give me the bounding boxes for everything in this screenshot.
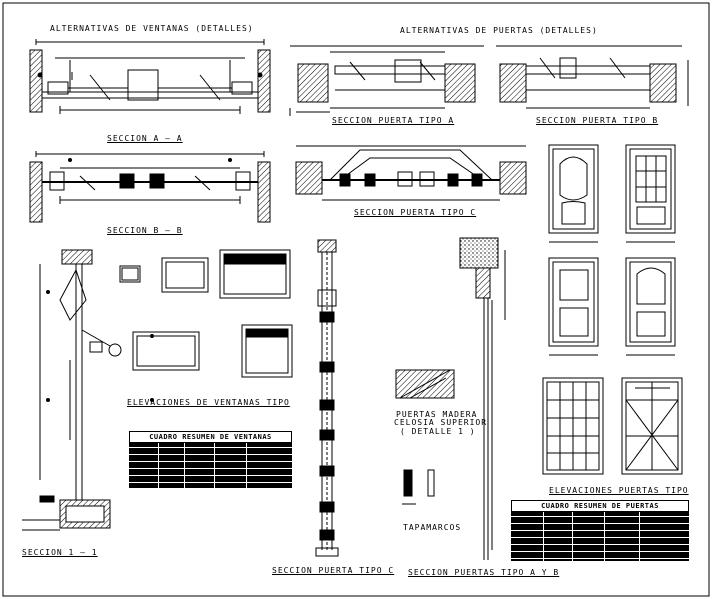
detalle-1-line3: ( DETALLE 1 )	[400, 427, 476, 436]
door-elevation-4	[625, 257, 676, 356]
door-section-a	[289, 45, 484, 116]
door-section-ab-vertical	[459, 237, 506, 560]
puerta-tipo-c-top-label: SECCION PUERTA TIPO C	[354, 208, 477, 217]
door-section-c-vertical	[315, 239, 339, 557]
table-column-rule	[604, 512, 605, 561]
table-row-rule	[129, 468, 292, 469]
seccion-b-label: SECCION B — B	[107, 226, 183, 235]
puerta-tipo-a-label: SECCION PUERTA TIPO A	[332, 116, 455, 125]
window-elevations	[119, 249, 293, 378]
table-column-rule	[184, 443, 185, 488]
table-column-rule	[639, 512, 640, 561]
door-elevation-6	[621, 377, 683, 475]
detail-1-louver	[395, 369, 455, 399]
window-section-1	[22, 249, 154, 531]
puerta-tipo-c-bottom-label: SECCION PUERTA TIPO C	[272, 566, 395, 575]
table-row-rule	[511, 537, 689, 538]
windows-summary-title: CUADRO RESUMEN DE VENTANAS	[129, 431, 292, 443]
doors-details-title: ALTERNATIVAS DE PUERTAS (DETALLES)	[400, 26, 598, 35]
door-section-c-top	[295, 145, 527, 201]
window-section-a	[29, 39, 271, 114]
table-column-rule	[246, 443, 247, 488]
detalle-1-line2: CELOSIA SUPERIOR	[394, 418, 488, 427]
doors-summary-table: CUADRO RESUMEN DE PUERTAS	[511, 500, 689, 561]
table-row-rule	[129, 475, 292, 476]
table-row-rule	[511, 558, 689, 559]
door-elevation-1	[548, 144, 599, 243]
detalle-1-line1: PUERTAS MADERA	[396, 410, 478, 419]
window-section-b	[29, 151, 271, 223]
table-column-rule	[214, 443, 215, 488]
table-row-rule	[511, 516, 689, 517]
door-elevation-3	[548, 257, 599, 356]
table-row-rule	[129, 461, 292, 462]
door-elevation-2	[625, 144, 676, 243]
seccion-a-label: SECCION A — A	[107, 134, 183, 143]
doors-summary-title: CUADRO RESUMEN DE PUERTAS	[511, 500, 689, 512]
puerta-tipo-b-label: SECCION PUERTA TIPO B	[536, 116, 659, 125]
door-section-b	[496, 45, 689, 109]
table-column-rule	[158, 443, 159, 488]
windows-summary-table: CUADRO RESUMEN DE VENTANAS	[129, 431, 292, 488]
table-row-rule	[511, 544, 689, 545]
seccion-1-label: SECCION 1 — 1	[22, 548, 98, 557]
tapamarcos	[402, 469, 435, 505]
table-row-rule	[511, 523, 689, 524]
windows-details-title: ALTERNATIVAS DE VENTANAS (DETALLES)	[50, 24, 254, 33]
table-row-rule	[129, 482, 292, 483]
table-row-rule	[511, 551, 689, 552]
puertas-a-y-b-label: SECCION PUERTAS TIPO A Y B	[408, 568, 560, 577]
elevaciones-ventanas-label: ELEVACIONES DE VENTANAS TIPO	[127, 398, 290, 407]
elevaciones-puertas-label: ELEVACIONES PUERTAS TIPO	[549, 486, 689, 495]
door-elevation-5	[542, 377, 604, 475]
table-row-rule	[129, 447, 292, 448]
table-row-rule	[511, 530, 689, 531]
table-column-rule	[572, 512, 573, 561]
table-column-rule	[543, 512, 544, 561]
table-row-rule	[129, 454, 292, 455]
tapamarcos-label: TAPAMARCOS	[403, 523, 462, 532]
